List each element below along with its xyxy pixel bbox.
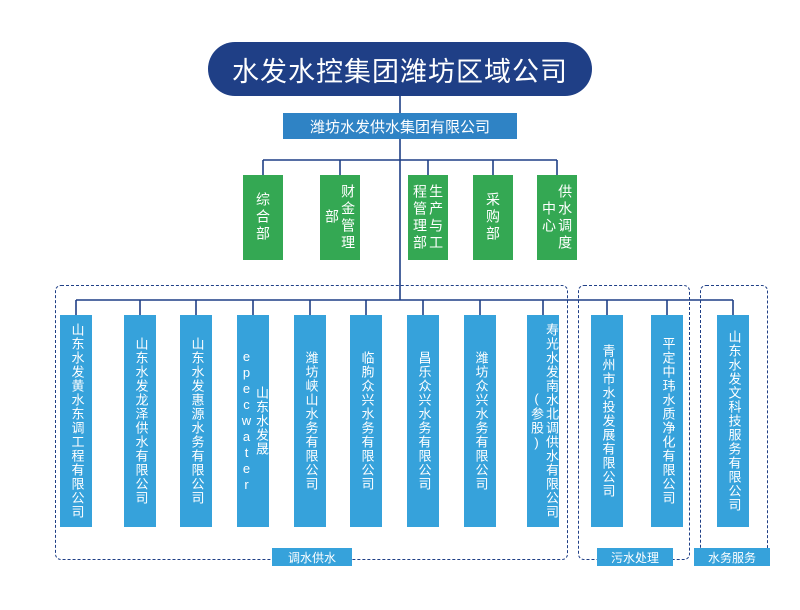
subsidiary-node-8[interactable]: 潍坊众兴水务有限公司	[464, 315, 496, 527]
group-node-label: 潍坊水发供水集团有限公司	[309, 118, 490, 136]
category-label-text: 调水供水	[287, 550, 336, 565]
subsidiary-node-label: 青州市水投发展有限公司	[600, 344, 616, 498]
dept-node-label: 财金管理部	[324, 183, 357, 252]
subsidiary-node-3[interactable]: 山东水发惠源水务有限公司	[180, 315, 212, 527]
category-label-water-service: 水务服务	[694, 548, 770, 566]
root-node-label: 水发水控集团潍坊区域公司	[232, 56, 568, 87]
subsidiary-node-label: 平定中玮水质净化有限公司	[660, 337, 676, 505]
dept-node-label: 综合部	[255, 192, 272, 243]
subsidiary-node-label: 潍坊峡山水务有限公司	[303, 351, 319, 491]
subsidiary-node-label: 临朐众兴水务有限公司	[359, 351, 375, 491]
dept-node-4[interactable]: 采购部	[473, 175, 513, 260]
category-label-sewage: 污水处理	[597, 548, 673, 566]
subsidiary-node-10[interactable]: 青州市水投发展有限公司	[591, 315, 623, 527]
subsidiary-node-label: 山东水发惠源水务有限公司	[189, 337, 205, 505]
subsidiary-node-9[interactable]: 寿光水发南水北调供水有限公司(参股)	[527, 315, 559, 527]
subsidiary-node-label: 山东水发龙泽供水有限公司	[133, 337, 149, 505]
category-label-water-supply: 调水供水	[272, 548, 352, 566]
subsidiary-node-1[interactable]: 山东水发黄水东调工程有限公司	[60, 315, 92, 527]
subsidiary-node-label: 潍坊众兴水务有限公司	[473, 351, 489, 491]
subsidiary-node-12[interactable]: 山东水发文科技服务有限公司	[717, 315, 749, 527]
dept-node-1[interactable]: 综合部	[243, 175, 283, 260]
category-label-text: 污水处理	[610, 550, 659, 565]
subsidiary-node-label: 山东水发晟ересwater	[239, 349, 269, 493]
subsidiary-node-label: 山东水发文科技服务有限公司	[726, 330, 742, 512]
subsidiary-node-7[interactable]: 昌乐众兴水务有限公司	[407, 315, 439, 527]
dept-node-3[interactable]: 生产与工程管理部	[408, 175, 448, 260]
subsidiary-node-5[interactable]: 潍坊峡山水务有限公司	[294, 315, 326, 527]
dept-node-5[interactable]: 供水调度中心	[537, 175, 577, 260]
group-node[interactable]: 潍坊水发供水集团有限公司	[283, 113, 517, 139]
subsidiary-node-6[interactable]: 临朐众兴水务有限公司	[350, 315, 382, 527]
dept-node-label: 供水调度中心	[541, 183, 574, 252]
subsidiary-node-label: 寿光水发南水北调供水有限公司(参股)	[529, 323, 559, 519]
subsidiary-node-2[interactable]: 山东水发龙泽供水有限公司	[124, 315, 156, 527]
subsidiary-node-11[interactable]: 平定中玮水质净化有限公司	[651, 315, 683, 527]
subsidiary-node-label: 山东水发黄水东调工程有限公司	[69, 323, 85, 519]
root-node[interactable]: 水发水控集团潍坊区域公司	[208, 42, 592, 96]
subsidiary-node-4[interactable]: 山东水发晟ересwater	[237, 315, 269, 527]
dept-node-2[interactable]: 财金管理部	[320, 175, 360, 260]
dept-node-label: 采购部	[485, 192, 502, 243]
category-label-text: 水务服务	[707, 550, 756, 565]
dept-node-label: 生产与工程管理部	[412, 183, 445, 252]
subsidiary-node-label: 昌乐众兴水务有限公司	[416, 351, 432, 491]
